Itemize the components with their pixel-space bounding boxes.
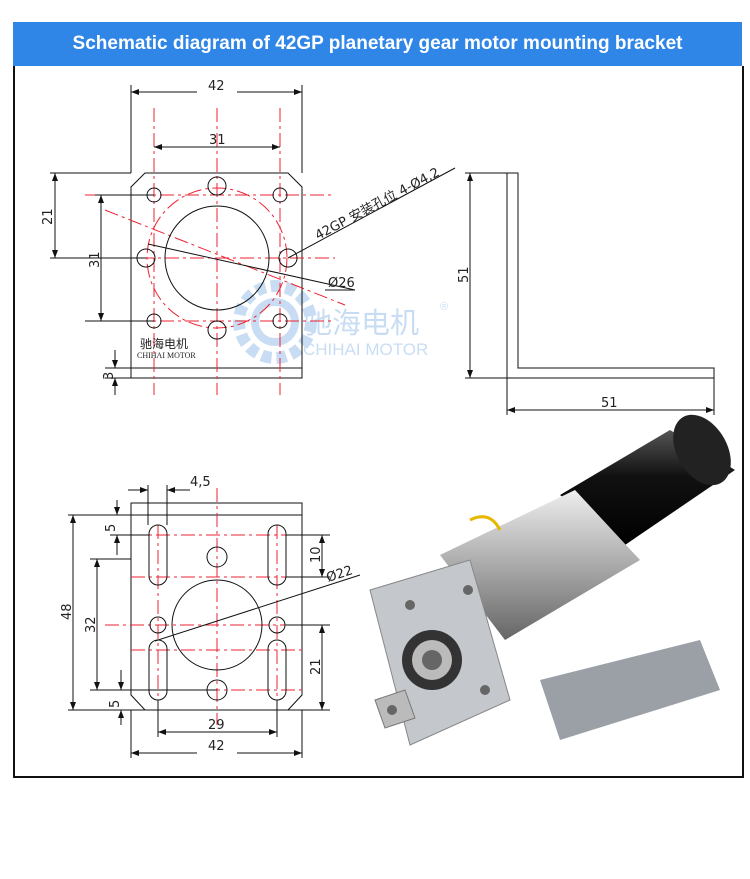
dim-thickness-3: 3	[102, 372, 117, 380]
watermark-logo: 驰海电机 CHIHAI MOTOR ®	[233, 280, 448, 364]
dim-slot-spacing-32: 32	[84, 616, 99, 633]
dim-bore-22: Ø22	[325, 563, 355, 586]
dim-slot-pitch-29: 29	[208, 718, 225, 733]
maker-cn: 驰海电机	[140, 336, 188, 351]
motor-photo	[369, 414, 735, 746]
dim-side-length-51: 51	[601, 396, 618, 411]
dim-side-height-51: 51	[457, 266, 472, 283]
dim-offset-21-bottom: 21	[309, 658, 324, 675]
dim-width-42: 42	[208, 79, 225, 94]
watermark-en: CHIHAI MOTOR	[303, 340, 428, 359]
hole-note: 42GP 安装孔位 4-Ø4,2	[313, 165, 442, 243]
registered-mark: ®	[440, 301, 448, 313]
dim-bore-26: Ø26	[328, 276, 355, 291]
dim-width-42-bottom: 42	[208, 739, 225, 754]
dim-hole-spacing-31: 31	[209, 133, 226, 148]
side-view-drawing: 51 51	[457, 172, 715, 415]
dim-hole-spacing-v-31: 31	[88, 251, 103, 268]
dim-edge-top-5: 5	[104, 524, 119, 532]
maker-en: CHIHAI MOTOR	[137, 351, 196, 360]
watermark-cn: 驰海电机	[303, 307, 419, 340]
dim-slot-length-10: 10	[309, 546, 324, 563]
dim-slot-width-4-5: 4,5	[190, 475, 211, 490]
dim-offset-21: 21	[41, 208, 56, 225]
diagram-frame	[13, 66, 744, 778]
bottom-view-drawing: 4,5 5 10 Ø22 48 32 5 21 29 42	[60, 475, 361, 758]
dim-edge-bottom-5: 5	[108, 700, 123, 708]
page-title: Schematic diagram of 42GP planetary gear…	[13, 22, 742, 66]
dim-height-48: 48	[60, 603, 75, 620]
